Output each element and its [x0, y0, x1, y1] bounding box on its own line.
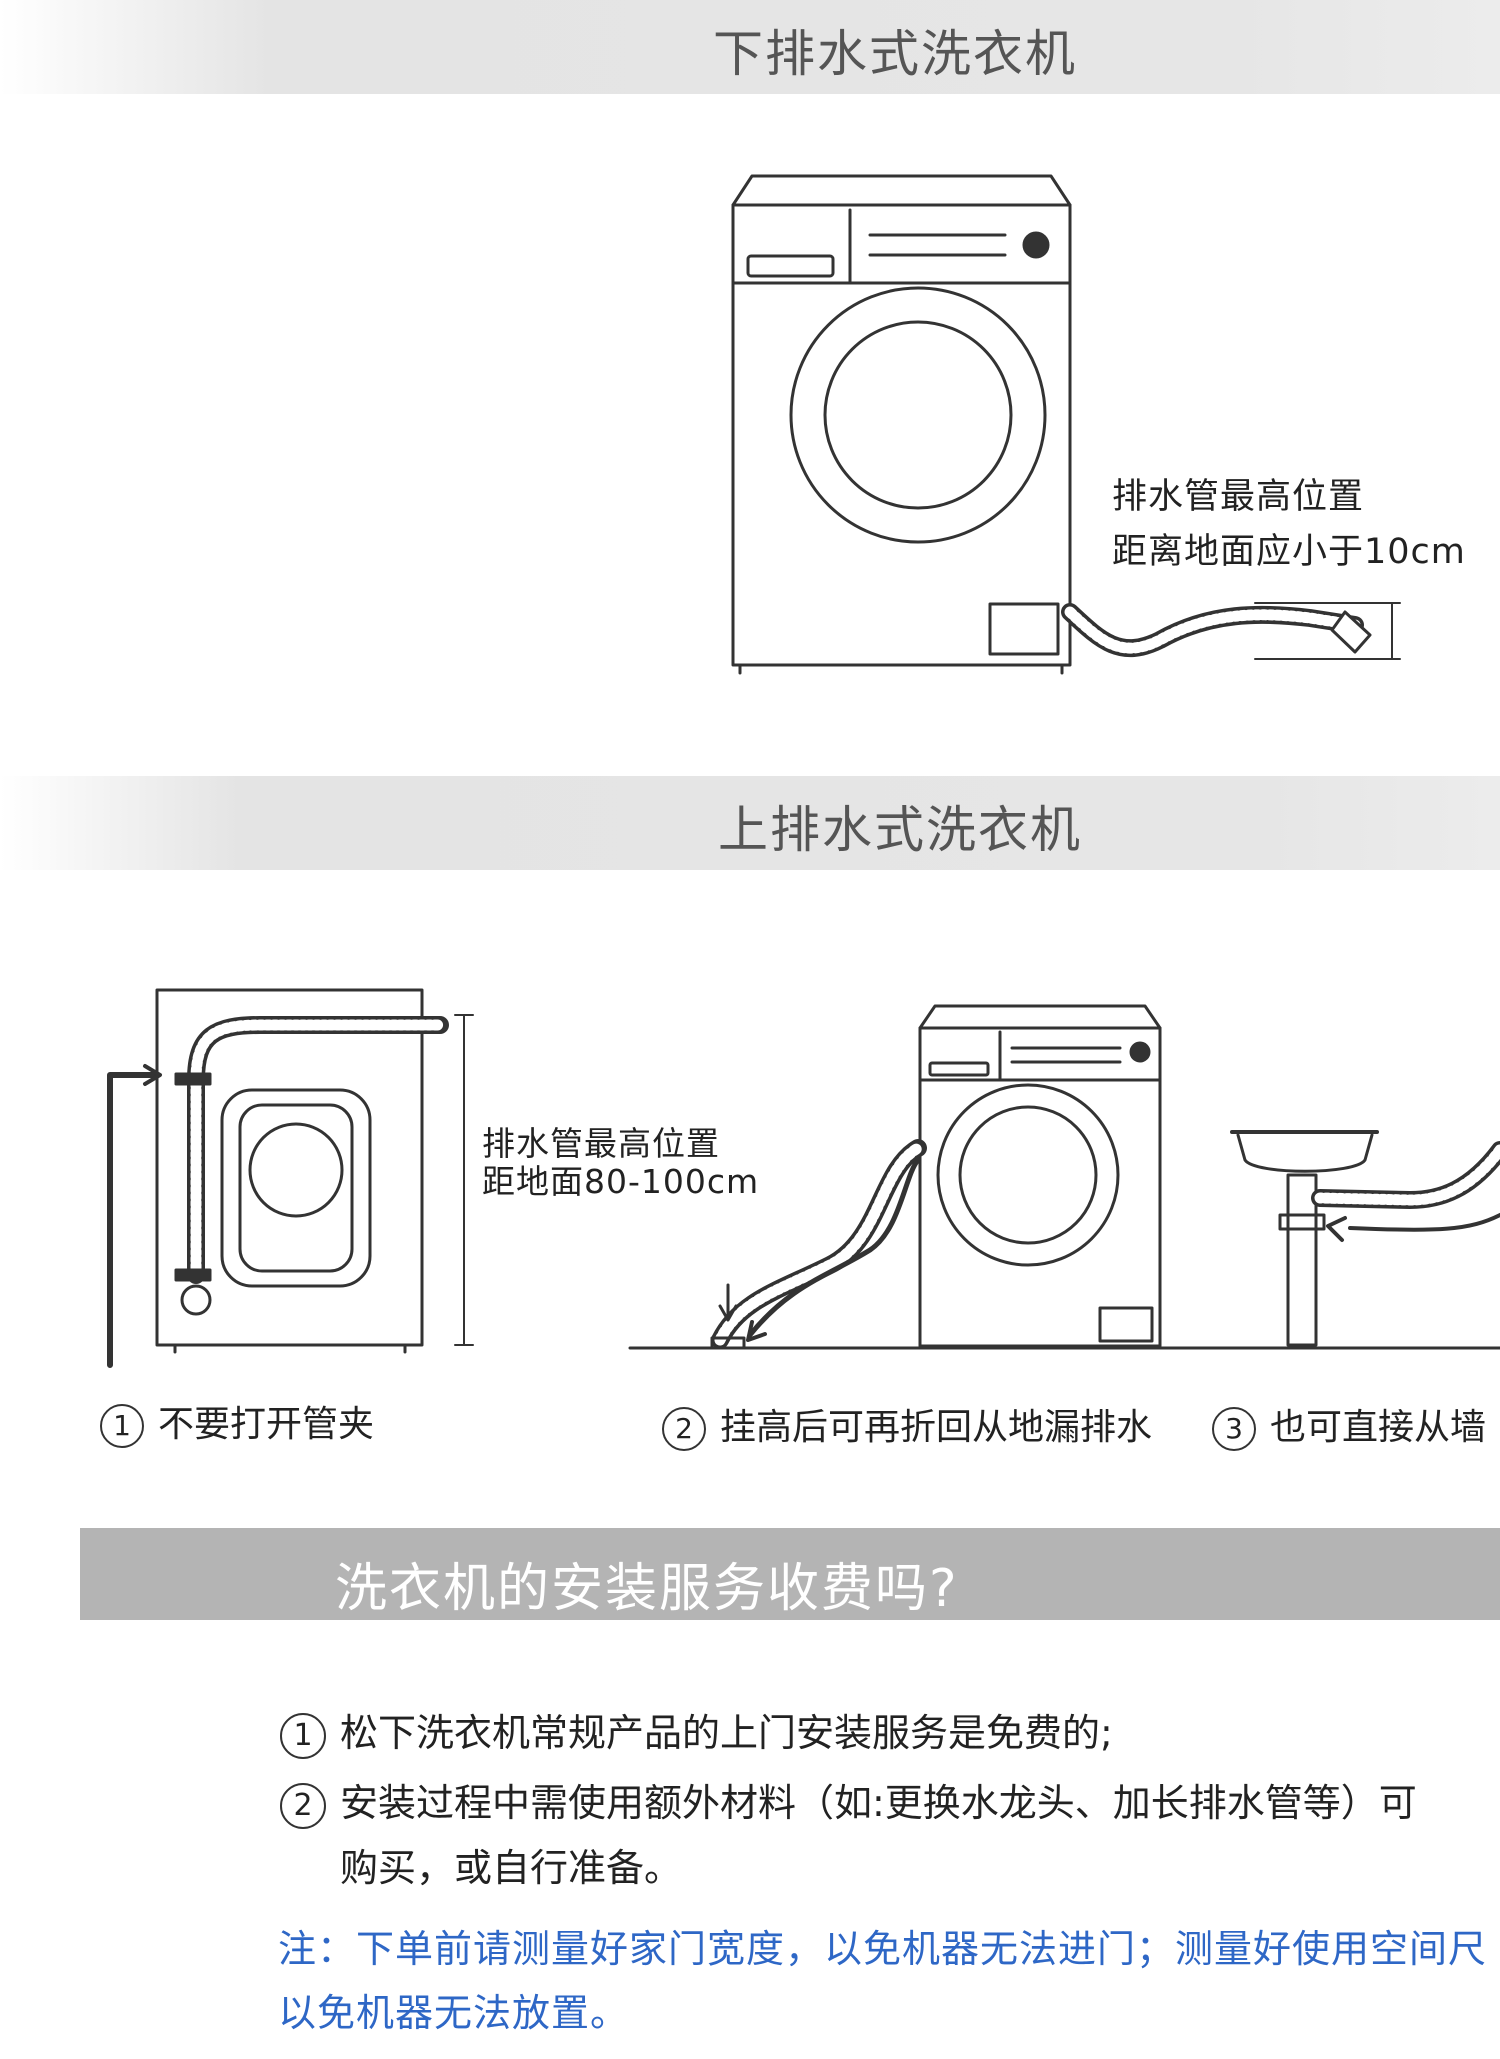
step-number-3: 3	[1212, 1407, 1256, 1451]
step-caption-3: 3 也可直接从墙	[1212, 1398, 1486, 1451]
step-caption-1: 1 不要打开管夹	[100, 1395, 374, 1448]
bottom-drain-note-line2: 距离地面应小于10cm	[1112, 532, 1466, 572]
notice-line-1: 注：下单前请测量好家门宽度，以免机器无法进门；测量好使用空间尺	[278, 1927, 1488, 1971]
washer-floor-drain-illustration	[628, 1004, 1500, 1350]
faq-item-2: 2 安装过程中需使用额外材料（如:更换水龙头、加长排水管等）可	[280, 1772, 1417, 1829]
section-title-top-drain: 上排水式洗衣机	[718, 801, 1082, 859]
faq-item-text-2: 安装过程中需使用额外材料（如:更换水龙头、加长排水管等）可	[340, 1781, 1417, 1825]
top-drain-note: 排水管最高位置 距地面80-100cm	[482, 1125, 759, 1201]
step-caption-2: 2 挂高后可再折回从地漏排水	[662, 1398, 1152, 1451]
top-drain-note-line2: 距地面80-100cm	[482, 1162, 760, 1201]
washer-side-view-illustration	[107, 988, 474, 1368]
faq-item-number-2: 2	[280, 1782, 326, 1829]
bottom-drain-note-line1: 排水管最高位置	[1112, 477, 1365, 517]
washer-bottom-drain-illustration	[731, 174, 1401, 675]
step-number-2: 2	[662, 1407, 706, 1451]
faq-item-text-1: 松下洗衣机常规产品的上门安装服务是免费的;	[340, 1711, 1113, 1755]
section-title-bottom-drain: 下排水式洗衣机	[713, 25, 1077, 83]
section-header-bottom-drain: 下排水式洗衣机	[0, 0, 1500, 94]
step-number-1: 1	[100, 1404, 144, 1448]
step-label-3: 也可直接从墙	[1270, 1407, 1487, 1448]
section-header-top-drain: 上排水式洗衣机	[0, 776, 1500, 870]
faq-item-1: 1 松下洗衣机常规产品的上门安装服务是免费的;	[280, 1702, 1113, 1759]
notice-line-2: 以免机器无法放置。	[278, 1991, 630, 2035]
faq-item-2-continuation: 购买，或自行准备。	[340, 1846, 683, 1890]
faq-item-number-1: 1	[280, 1712, 326, 1759]
step-label-1: 不要打开管夹	[158, 1404, 375, 1445]
sink-wall-drain-illustration	[1230, 1130, 1500, 1347]
step-label-2: 挂高后可再折回从地漏排水	[720, 1407, 1153, 1448]
top-drain-note-line1: 排水管最高位置	[482, 1124, 720, 1163]
faq-title: 洗衣机的安装服务收费吗?	[335, 1559, 959, 1619]
bottom-drain-note: 排水管最高位置 距离地面应小于10cm	[1112, 470, 1466, 580]
faq-header: 洗衣机的安装服务收费吗?	[80, 1528, 1500, 1620]
